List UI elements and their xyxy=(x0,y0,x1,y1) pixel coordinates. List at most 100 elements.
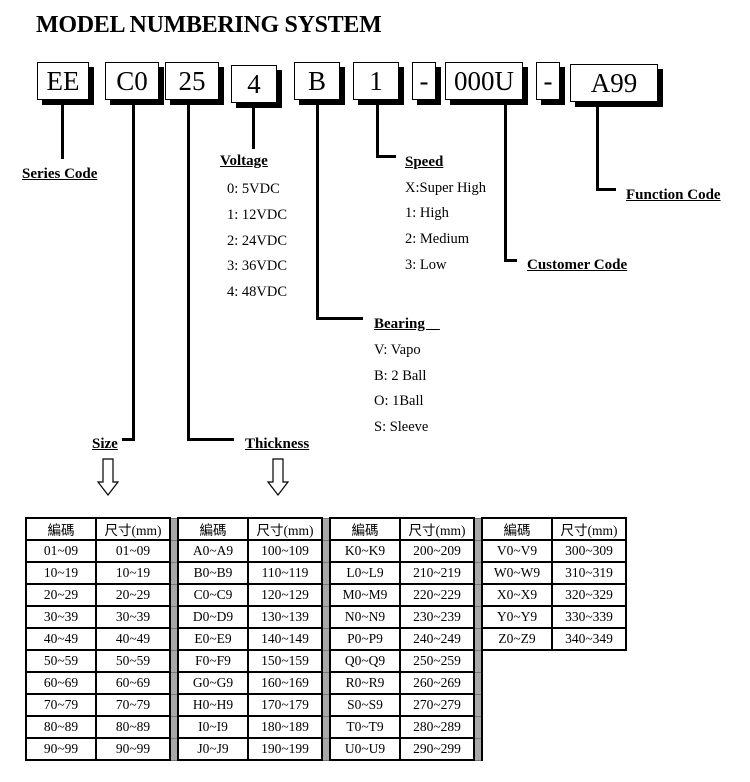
empty-cell xyxy=(552,694,626,716)
group-separator xyxy=(169,561,179,585)
segment-size: C0 xyxy=(105,62,159,100)
code-cell: E0~E9 xyxy=(177,627,249,651)
empty-cell xyxy=(482,738,552,760)
size-cell: 130~139 xyxy=(247,605,323,629)
label-voltage: Voltage xyxy=(220,153,268,169)
group-separator xyxy=(473,715,483,739)
bearing-option: V: Vapo xyxy=(374,342,421,358)
size-cell: 50~59 xyxy=(95,649,171,673)
size-cell: 160~169 xyxy=(247,671,323,695)
group-separator xyxy=(473,737,483,761)
connector-series xyxy=(61,104,64,159)
size-cell: 340~349 xyxy=(551,627,627,651)
header-size: 尺寸(mm) xyxy=(95,517,171,541)
size-cell: 110~119 xyxy=(247,561,323,585)
group-separator xyxy=(169,737,179,761)
header-size: 尺寸(mm) xyxy=(399,517,475,541)
group-separator xyxy=(473,583,483,607)
header-code: 編碼 xyxy=(329,517,401,541)
segment-function: A99 xyxy=(570,64,658,102)
connector-size-h xyxy=(122,438,135,441)
group-separator xyxy=(321,693,331,717)
code-cell: 10~19 xyxy=(25,561,97,585)
code-cell: G0~G9 xyxy=(177,671,249,695)
empty-cell xyxy=(482,650,552,672)
connector-function-h xyxy=(596,188,616,191)
group-separator xyxy=(473,561,483,585)
connector-voltage xyxy=(252,107,255,149)
group-separator xyxy=(169,649,179,673)
segment-voltage: 4 xyxy=(231,65,277,103)
size-cell: 320~329 xyxy=(551,583,627,607)
group-separator xyxy=(321,649,331,673)
segment-bearing: B xyxy=(294,62,340,100)
group-separator xyxy=(169,539,179,563)
size-cell: 80~89 xyxy=(95,715,171,739)
label-bearing: Bearing xyxy=(374,316,440,332)
code-cell: Q0~Q9 xyxy=(329,649,401,673)
segment-customer: 000U xyxy=(445,62,523,100)
size-cell: 250~259 xyxy=(399,649,475,673)
connector-speed-v xyxy=(376,104,379,158)
size-cell: 330~339 xyxy=(551,605,627,629)
code-cell: L0~L9 xyxy=(329,561,401,585)
code-cell: H0~H9 xyxy=(177,693,249,717)
speed-option: 3: Low xyxy=(405,257,447,273)
size-cell: 230~239 xyxy=(399,605,475,629)
arrow-down-icon xyxy=(266,458,290,496)
group-separator xyxy=(321,539,331,563)
group-separator xyxy=(321,627,331,651)
size-cell: 260~269 xyxy=(399,671,475,695)
segment-thickness: 25 xyxy=(165,62,219,100)
group-separator xyxy=(473,605,483,629)
size-cell: 240~249 xyxy=(399,627,475,651)
segment-speed: 1 xyxy=(353,62,399,100)
group-separator xyxy=(321,605,331,629)
size-cell: 180~189 xyxy=(247,715,323,739)
group-separator xyxy=(321,583,331,607)
label-series-code: Series Code xyxy=(22,166,98,182)
header-size: 尺寸(mm) xyxy=(247,517,323,541)
code-cell: N0~N9 xyxy=(329,605,401,629)
group-separator xyxy=(169,627,179,651)
voltage-option: 0: 5VDC xyxy=(227,181,280,197)
empty-cell xyxy=(552,672,626,694)
size-cell: 200~209 xyxy=(399,539,475,563)
empty-cell xyxy=(482,672,552,694)
size-cell: 60~69 xyxy=(95,671,171,695)
group-separator xyxy=(321,737,331,761)
empty-cell xyxy=(552,650,626,672)
code-cell: W0~W9 xyxy=(481,561,553,585)
code-cell: 20~29 xyxy=(25,583,97,607)
size-cell: 220~229 xyxy=(399,583,475,607)
group-separator xyxy=(169,715,179,739)
header-code: 編碼 xyxy=(177,517,249,541)
code-cell: S0~S9 xyxy=(329,693,401,717)
code-cell: 50~59 xyxy=(25,649,97,673)
label-thickness: Thickness xyxy=(245,436,310,452)
code-cell: 60~69 xyxy=(25,671,97,695)
code-cell: Z0~Z9 xyxy=(481,627,553,651)
group-separator xyxy=(473,649,483,673)
size-cell: 30~39 xyxy=(95,605,171,629)
connector-function-v xyxy=(596,106,599,191)
code-cell: I0~I9 xyxy=(177,715,249,739)
header-code: 編碼 xyxy=(481,517,553,541)
segment-dash-2: - xyxy=(536,62,560,100)
table-header-row: 編碼尺寸(mm)編碼尺寸(mm)編碼尺寸(mm)編碼尺寸(mm) xyxy=(25,517,627,541)
header-code: 編碼 xyxy=(25,517,97,541)
code-cell: K0~K9 xyxy=(329,539,401,563)
segment-series: EE xyxy=(37,62,89,100)
group-separator xyxy=(473,671,483,695)
connector-thickness-v xyxy=(187,104,190,441)
code-cell: 30~39 xyxy=(25,605,97,629)
size-cell: 140~149 xyxy=(247,627,323,651)
code-cell: A0~A9 xyxy=(177,539,249,563)
code-cell: J0~J9 xyxy=(177,737,249,761)
